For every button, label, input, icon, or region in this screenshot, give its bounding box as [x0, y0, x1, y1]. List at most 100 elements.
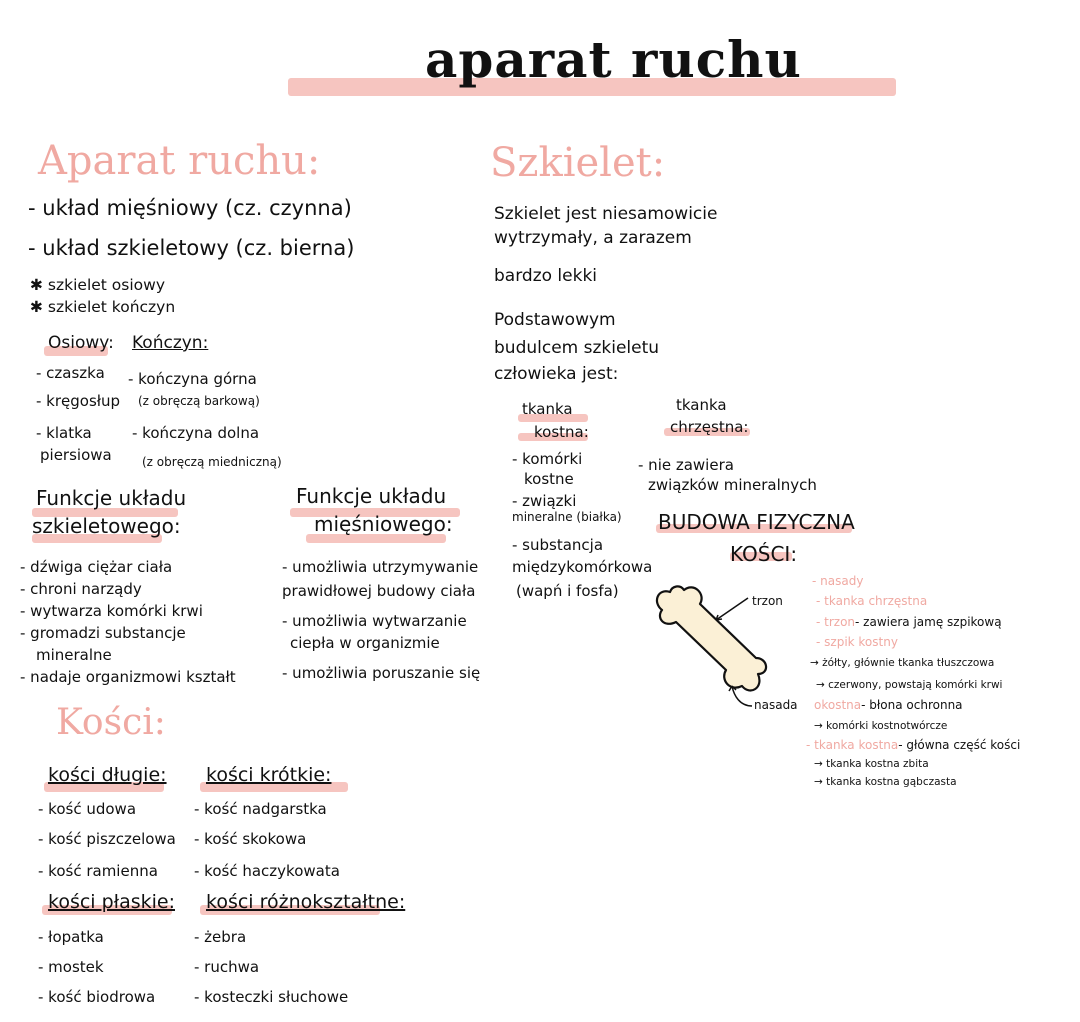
bone-shape: [655, 585, 768, 692]
tkanka-kostna-highlight-1: [518, 414, 588, 422]
konczyn-item-gorna: - kończyna górna: [128, 370, 257, 388]
roznoksztaltne-highlight: [200, 905, 380, 915]
tkanka-kostna-item: - związki: [512, 492, 577, 510]
budowa-item: → komórki kostnotwórcze: [814, 720, 948, 732]
konczyn-item-dolna: - kończyna dolna: [132, 424, 260, 442]
miesniowego-item-2a: - umożliwia wytwarzanie: [282, 612, 467, 630]
trzon-arrow: [715, 597, 749, 621]
budowa-highlight-1: [656, 524, 852, 533]
budowa-item: - tkanka kostna- główna część kości: [806, 738, 1021, 752]
kosci-plaskie-item: - mostek: [38, 958, 104, 976]
konczyn-item-dolna-note: (z obręczą miedniczną): [142, 455, 282, 469]
funkcje-miesniowego-highlight-2: [306, 534, 446, 543]
miesniowego-item-1b: prawidłowej budowy ciała: [282, 582, 476, 600]
budowa-item: → tkanka kostna gąbczasta: [814, 776, 957, 788]
trzon-label: trzon: [752, 594, 783, 608]
nasada-arrowhead: [728, 685, 737, 692]
kosci-krotkie-item: - kość haczykowata: [194, 862, 340, 880]
szkielet-p1-line: wytrzymały, a zarazem: [494, 228, 692, 248]
funkcje-miesniowego-heading-1: Funkcje układu: [296, 484, 447, 508]
tkanka-chrzestna-highlight: [664, 428, 750, 436]
tkanka-kostna-heading-2: kostna:: [534, 423, 589, 441]
trzon-arrowhead: [715, 614, 723, 621]
osiowy-item-piersiowa: piersiowa: [40, 446, 112, 464]
kosci-roznoksztaltne-item: - żebra: [194, 928, 247, 946]
kosci-plaskie-item: - łopatka: [38, 928, 104, 946]
budowa-item: → tkanka kostna zbita: [814, 758, 929, 770]
budowa-highlight-2: [730, 552, 792, 561]
budowa-item: okostna- błona ochronna: [814, 698, 963, 712]
bullet-szkielet-osiowy: ✱ szkielet osiowy: [30, 276, 165, 294]
osiowy-highlight: [44, 346, 108, 356]
budowa-item: - trzon- zawiera jamę szpikową: [816, 615, 1002, 629]
tkanka-chrzestna-item: - nie zawiera: [638, 456, 734, 474]
bone-illustration: [655, 585, 768, 707]
tkanka-kostna-item: kostne: [524, 470, 574, 488]
krotkie-highlight: [200, 782, 348, 792]
szkielet-p2-line: Podstawowym: [494, 310, 616, 330]
list-item: - gromadzi substancje: [20, 624, 186, 642]
tkanka-kostna-highlight-2: [518, 433, 588, 441]
szkielet-p2-line: budulcem szkieletu: [494, 338, 660, 358]
tkanka-kostna-item: międzykomórkowa: [512, 558, 653, 576]
heading-kosci: Kości:: [56, 702, 166, 743]
tkanka-chrzestna-heading-2: chrzęstna:: [670, 418, 749, 436]
kosci-plaskie-item: - kość biodrowa: [38, 988, 156, 1006]
budowa-item: → żółty, głównie tkanka tłuszczowa: [810, 657, 995, 669]
funkcje-miesniowego-highlight-1: [290, 508, 460, 517]
kosci-krotkie-heading: kości krótkie:: [206, 764, 332, 786]
konczyn-heading: Kończyn:: [132, 333, 209, 353]
plaskie-highlight: [42, 905, 172, 915]
tkanka-kostna-item: mineralne (białka): [512, 510, 622, 524]
funkcje-szkieletowego-heading-2: szkieletowego:: [32, 514, 181, 538]
szkielet-p1-line: bardzo lekki: [494, 266, 598, 286]
budowa-heading-2: KOŚCI:: [730, 542, 798, 566]
kosci-krotkie-item: - kość skokowa: [194, 830, 307, 848]
line-uklad-miesniowy: - układ mięśniowy (cz. czynna): [28, 196, 352, 220]
kosci-krotkie-item: - kość nadgarstka: [194, 800, 327, 818]
kosci-roznoksztaltne-item: - ruchwa: [194, 958, 260, 976]
page-title: aparat ruchu: [425, 30, 802, 89]
funkcje-szkieletowego-list: - dźwiga ciężar ciała - chroni narządy -…: [20, 556, 236, 688]
funkcje-miesniowego-heading-2: mięśniowego:: [314, 512, 453, 536]
osiowy-item-czaszka: - czaszka: [36, 364, 105, 382]
osiowy-item-klatka: - klatka: [36, 424, 92, 442]
heading-aparat-ruchu: Aparat ruchu:: [38, 138, 321, 184]
nasada-arrow: [731, 685, 753, 707]
tkanka-kostna-item: - komórki: [512, 450, 583, 468]
kosci-dlugie-item: - kość piszczelowa: [38, 830, 176, 848]
tkanka-kostna-item: - substancja: [512, 536, 604, 554]
heading-szkielet: Szkielet:: [490, 140, 666, 186]
budowa-heading-1: BUDOWA FIZYCZNA: [658, 510, 855, 534]
kosci-roznoksztaltne-heading: kości różnokształtne:: [206, 891, 406, 913]
kosci-dlugie-item: - kość udowa: [38, 800, 137, 818]
miesniowego-item-2b: ciepła w organizmie: [290, 634, 440, 652]
budowa-item: → czerwony, powstają komórki krwi: [816, 679, 1003, 691]
kosci-dlugie-heading: kości długie:: [48, 764, 167, 786]
title-highlight: [288, 78, 896, 96]
bullet-szkielet-konczyn: ✱ szkielet kończyn: [30, 298, 176, 316]
osiowy-item-kregoslup: - kręgosłup: [36, 392, 121, 410]
kosci-dlugie-item: - kość ramienna: [38, 862, 158, 880]
szkielet-p2-line: człowieka jest:: [494, 364, 619, 384]
funkcje-szkieletowego-highlight-2: [32, 534, 162, 543]
funkcje-szkieletowego-heading-1: Funkcje układu: [36, 486, 187, 510]
list-item: - chroni narządy: [20, 580, 142, 598]
kosci-plaskie-heading: kości płaskie:: [48, 891, 175, 913]
budowa-item: - szpik kostny: [816, 635, 898, 649]
kosci-roznoksztaltne-item: - kosteczki słuchowe: [194, 988, 349, 1006]
szkielet-p1-line: Szkielet jest niesamowicie: [494, 204, 718, 224]
list-item: mineralne: [36, 646, 112, 664]
budowa-item: - tkanka chrzęstna: [816, 594, 928, 608]
funkcje-szkieletowego-highlight-1: [32, 508, 178, 517]
tkanka-kostna-heading-1: tkanka: [522, 400, 573, 418]
budowa-item: - nasady: [812, 574, 864, 588]
line-uklad-szkieletowy: - układ szkieletowy (cz. bierna): [28, 236, 355, 260]
list-item: - dźwiga ciężar ciała: [20, 558, 173, 576]
miesniowego-item-3: - umożliwia poruszanie się: [282, 664, 481, 682]
tkanka-chrzestna-item: związków mineralnych: [648, 476, 817, 494]
nasada-label: nasada: [754, 698, 798, 712]
tkanka-kostna-item: (wapń i fosfa): [516, 582, 619, 600]
miesniowego-item-1a: - umożliwia utrzymywanie: [282, 558, 479, 576]
tkanka-chrzestna-heading-1: tkanka: [676, 396, 727, 414]
